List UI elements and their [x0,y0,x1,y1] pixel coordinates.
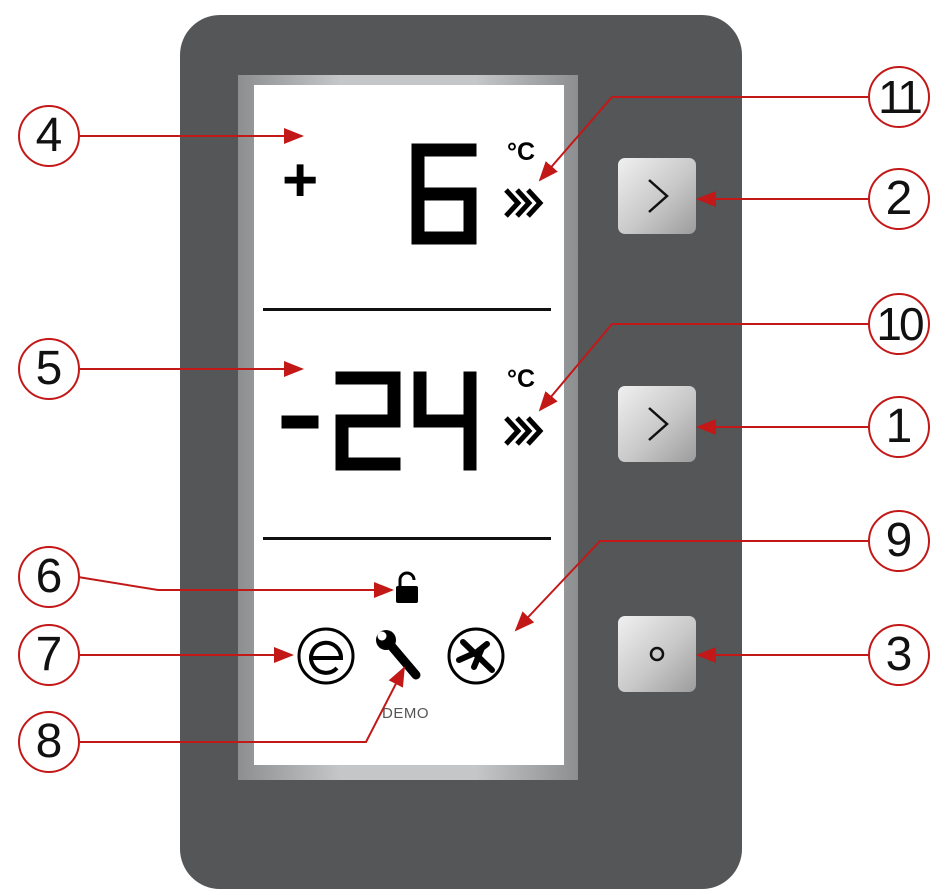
callout-11: 11 [868,66,930,128]
chevron-right-icon [648,407,669,441]
upper-unit: °C [507,138,536,166]
wrench-icon [376,630,421,680]
lower-temperature-digits [281,371,477,471]
mode-button[interactable] [618,616,696,692]
callout-4: 4 [18,105,80,167]
lower-compartment-button[interactable] [618,386,696,462]
callout-2: 2 [868,168,930,230]
upper-compartment-button[interactable] [618,158,696,234]
callout-7: 7 [18,624,80,686]
callout-10: 10 [868,293,930,355]
airplane-icon [447,627,505,685]
lower-fast-cool-icon [504,416,544,446]
lcd-divider-lower [263,537,551,540]
callout-6: 6 [18,546,80,608]
callout-3: 3 [868,624,930,686]
callout-8: 8 [18,711,80,773]
lower-unit: °C [507,365,536,393]
padlock-open-icon [396,571,418,603]
callout-1: 1 [868,396,930,458]
eco-mode-icon [297,627,355,685]
upper-fast-cool-icon [504,188,544,218]
chevron-right-icon [648,179,669,213]
callout-9: 9 [868,510,930,572]
lcd-divider-upper [263,308,551,311]
upper-sign: + [282,146,319,215]
demo-label: DEMO [382,705,429,722]
circle-icon [649,646,665,662]
upper-temperature-digit [411,143,477,245]
callout-5: 5 [18,338,80,400]
